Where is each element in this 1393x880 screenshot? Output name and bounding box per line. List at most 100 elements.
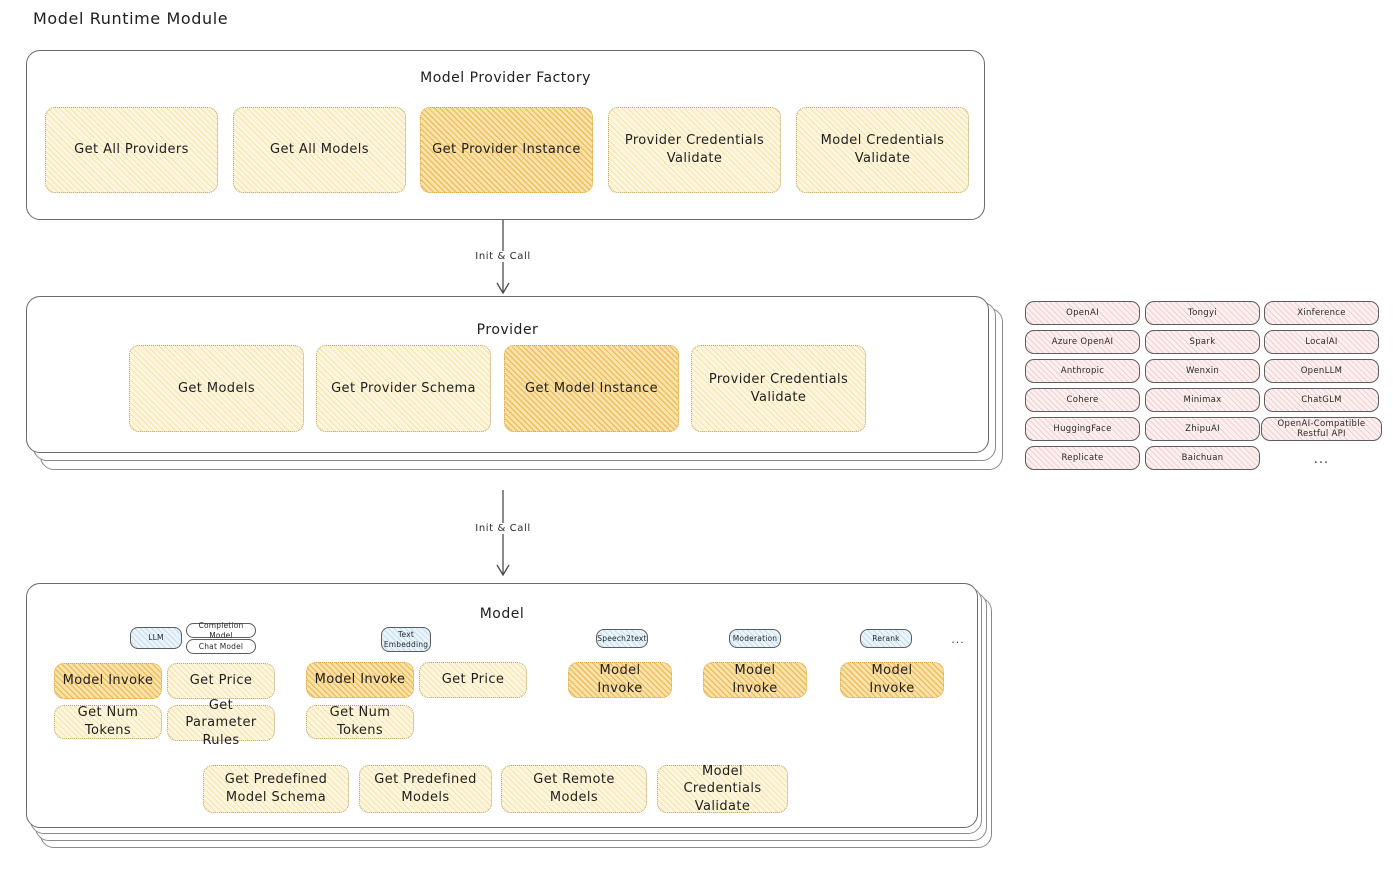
page-title: Model Runtime Module: [33, 9, 229, 28]
node-speech2text-model-invoke[interactable]: Model Invoke: [568, 662, 672, 698]
model-types-ellipsis: ...: [951, 632, 965, 646]
node-get-all-models[interactable]: Get All Models: [233, 107, 406, 193]
chip-label: Minimax: [1183, 395, 1222, 405]
node-provider-credentials-validate[interactable]: Provider Credentials Validate: [608, 107, 781, 193]
badge-text-embedding[interactable]: Text Embedding: [381, 627, 431, 652]
badge-label: Chat Model: [198, 641, 244, 651]
node-model-credentials-validate-2[interactable]: Model Credentials Validate: [657, 763, 788, 814]
node-get-predefined-model-schema[interactable]: Get Predefined Model Schema: [203, 765, 349, 813]
node-text-embedding-get-num-tokens[interactable]: Get Num Tokens: [306, 705, 414, 739]
provider-chip-localai[interactable]: LocalAI: [1264, 330, 1379, 354]
badge-label: LLM: [148, 633, 164, 643]
node-llm-model-invoke[interactable]: Model Invoke: [54, 663, 162, 699]
node-label: Model Invoke: [869, 663, 915, 696]
provider-chip-minimax[interactable]: Minimax: [1145, 388, 1260, 412]
node-text-embedding-model-invoke[interactable]: Model Invoke: [306, 662, 414, 698]
badge-label: Moderation: [732, 633, 778, 643]
node-label: Get Price: [189, 673, 253, 689]
node-label: Get Parameter Rules: [185, 697, 257, 748]
node-label: Get Provider Instance: [432, 142, 581, 158]
provider-list-ellipsis: ...: [1313, 451, 1330, 467]
badge-completion-model[interactable]: Completion Model: [186, 621, 256, 640]
badge-label: Rerank: [872, 633, 900, 643]
provider-chip-xinference[interactable]: Xinference: [1264, 301, 1379, 325]
node-label: Model Invoke: [62, 673, 154, 689]
chip-label: OpenAI-Compatible Restful API: [1277, 419, 1366, 439]
node-label: Get Model Instance: [525, 380, 658, 396]
node-label: Provider Credentials Validate: [624, 133, 765, 166]
model-title: Model: [479, 606, 525, 622]
node-label: Get Price: [441, 672, 505, 688]
provider-chip-cohere[interactable]: Cohere: [1025, 388, 1140, 412]
node-llm-get-price[interactable]: Get Price: [167, 663, 275, 699]
chip-label: Replicate: [1061, 453, 1104, 463]
badge-llm[interactable]: LLM: [130, 627, 182, 649]
node-get-remote-models[interactable]: Get Remote Models: [501, 765, 647, 813]
node-label: Get Models: [177, 380, 256, 396]
provider-chip-huggingface[interactable]: HuggingFace: [1025, 417, 1140, 441]
provider-chip-replicate[interactable]: Replicate: [1025, 446, 1140, 470]
node-get-provider-instance[interactable]: Get Provider Instance: [420, 107, 593, 193]
provider-chip-azure-openai[interactable]: Azure OpenAI: [1025, 330, 1140, 354]
chip-label: Spark: [1189, 337, 1216, 347]
badge-speech2text[interactable]: Speech2text: [596, 629, 648, 648]
badge-chat-model[interactable]: Chat Model: [186, 639, 256, 654]
badge-label: Text Embedding: [383, 630, 429, 649]
node-label: Get Num Tokens: [329, 705, 391, 738]
provider-chip-tongyi[interactable]: Tongyi: [1145, 301, 1260, 325]
chip-label: Xinference: [1297, 308, 1346, 318]
node-get-all-providers[interactable]: Get All Providers: [45, 107, 218, 193]
node-get-predefined-models[interactable]: Get Predefined Models: [359, 765, 492, 813]
provider-chip-openai[interactable]: OpenAI: [1025, 301, 1140, 325]
node-label: Get All Models: [270, 142, 369, 158]
node-label: Model Invoke: [597, 663, 643, 696]
badge-label: Completion Model: [198, 621, 244, 640]
chip-label: Tongyi: [1188, 308, 1217, 318]
chip-label: OpenAI: [1066, 308, 1099, 318]
node-get-provider-schema[interactable]: Get Provider Schema: [316, 345, 491, 432]
badge-label: Speech2text: [597, 633, 647, 643]
node-label: Get All Providers: [74, 142, 189, 158]
node-label: Get Predefined Models: [374, 772, 477, 805]
provider-chip-spark[interactable]: Spark: [1145, 330, 1260, 354]
node-label: Get Remote Models: [533, 772, 615, 805]
node-llm-get-parameter-rules[interactable]: Get Parameter Rules: [167, 698, 275, 748]
chip-label: Baichuan: [1181, 453, 1224, 463]
provider-chip-openai-compatible-restful-api[interactable]: OpenAI-Compatible Restful API: [1261, 417, 1382, 441]
provider-chip-baichuan[interactable]: Baichuan: [1145, 446, 1260, 470]
node-get-model-instance[interactable]: Get Model Instance: [504, 345, 679, 432]
badge-moderation[interactable]: Moderation: [729, 629, 781, 648]
node-label: Model Credentials Validate: [683, 763, 762, 814]
node-provider-credentials-validate-2[interactable]: Provider Credentials Validate: [691, 345, 866, 432]
provider-chip-chatglm[interactable]: ChatGLM: [1264, 388, 1379, 412]
badge-rerank[interactable]: Rerank: [860, 629, 912, 648]
provider-title: Provider: [476, 322, 539, 338]
chip-label: ZhipuAI: [1185, 424, 1220, 434]
node-model-credentials-validate[interactable]: Model Credentials Validate: [796, 107, 969, 193]
node-llm-get-num-tokens[interactable]: Get Num Tokens: [54, 705, 162, 739]
node-label: Get Predefined Model Schema: [224, 772, 328, 805]
provider-chip-zhipuai[interactable]: ZhipuAI: [1145, 417, 1260, 441]
node-label: Provider Credentials Validate: [708, 371, 849, 405]
node-label: Get Num Tokens: [77, 705, 139, 738]
node-label: Model Credentials Validate: [820, 133, 945, 166]
chip-label: Cohere: [1066, 395, 1099, 405]
arrow-provider-to-model: [496, 490, 510, 577]
chip-label: ChatGLM: [1301, 395, 1342, 405]
arrow-label-init-call-2: Init & Call: [471, 523, 535, 534]
node-label: Model Invoke: [732, 663, 778, 696]
chip-label: OpenLLM: [1300, 366, 1343, 376]
chip-label: Wenxin: [1185, 366, 1220, 376]
node-get-models[interactable]: Get Models: [129, 345, 304, 432]
provider-chip-anthropic[interactable]: Anthropic: [1025, 359, 1140, 383]
node-moderation-model-invoke[interactable]: Model Invoke: [703, 662, 807, 698]
chip-label: LocalAI: [1305, 337, 1338, 347]
provider-chip-openllm[interactable]: OpenLLM: [1264, 359, 1379, 383]
chip-label: Anthropic: [1060, 366, 1105, 376]
node-rerank-model-invoke[interactable]: Model Invoke: [840, 662, 944, 698]
node-text-embedding-get-price[interactable]: Get Price: [419, 662, 527, 698]
provider-chip-wenxin[interactable]: Wenxin: [1145, 359, 1260, 383]
chip-label: HuggingFace: [1053, 424, 1112, 434]
chip-label: Azure OpenAI: [1051, 337, 1114, 347]
